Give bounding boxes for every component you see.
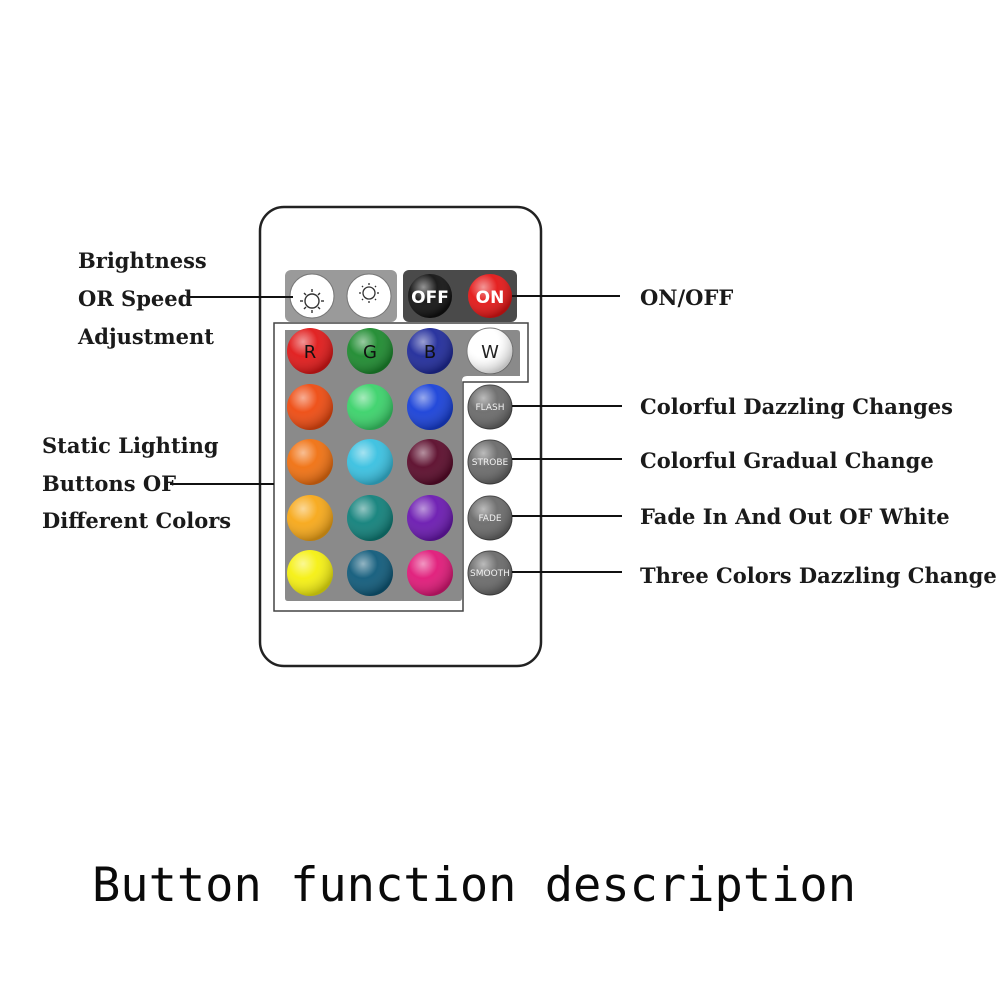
brightness-down-button[interactable]	[346, 273, 392, 319]
mode-button-shine	[468, 385, 512, 429]
dim-sun-icon	[359, 283, 379, 303]
color-button-shine	[407, 439, 453, 485]
color-button-shine	[407, 384, 453, 430]
sun-icon	[300, 289, 324, 313]
smooth-label: Three Colors Dazzling Change	[640, 563, 997, 588]
color-button-shine	[407, 495, 453, 541]
color-button-shine	[287, 328, 333, 374]
rgbw-label-g: G	[363, 342, 377, 363]
mode-buttons: FLASH STROBE FADE SMOOTH	[467, 384, 513, 596]
fade-button-label: FADE	[478, 514, 501, 524]
off-button[interactable]	[408, 274, 452, 318]
color-button-shine	[287, 495, 333, 541]
page-title: Button function description	[92, 858, 857, 913]
color-button-shine	[407, 328, 453, 374]
color-button-shine	[287, 439, 333, 485]
fade-label: Fade In And Out OF White	[640, 504, 950, 529]
flash-button-label: FLASH	[475, 403, 504, 413]
off-button-label: OFF	[411, 288, 449, 308]
color-button-shine	[347, 384, 393, 430]
rgbw-label-r: R	[304, 342, 317, 363]
color-button-shine	[347, 550, 393, 596]
mode-button-shine	[468, 551, 512, 595]
color-button-shine	[407, 550, 453, 596]
static-label-line-2: Buttons OF	[42, 471, 177, 496]
color-button-shine	[467, 328, 513, 374]
rgbw-label-b: B	[424, 342, 436, 363]
brightness-label-line-1: Brightness	[78, 248, 207, 273]
on-button[interactable]	[468, 274, 512, 318]
on-button-label: ON	[476, 288, 505, 308]
strobe-button-label: STROBE	[472, 458, 509, 468]
static-label-line-3: Different Colors	[42, 508, 232, 533]
smooth-button-label: SMOOTH	[470, 569, 510, 579]
static-label-line-1: Static Lighting	[42, 433, 219, 458]
color-button-shine	[347, 495, 393, 541]
brightness-label-line-3: Adjustment	[78, 324, 214, 349]
color-button-shine	[347, 439, 393, 485]
color-panel	[285, 330, 520, 601]
color-button-shine	[287, 550, 333, 596]
mode-button-shine	[468, 440, 512, 484]
rgbw-label-w: W	[481, 342, 499, 363]
color-button-shine	[347, 328, 393, 374]
flash-label: Colorful Dazzling Changes	[640, 394, 953, 419]
mode-button-shine	[468, 496, 512, 540]
strobe-label: Colorful Gradual Change	[640, 448, 934, 473]
color-button-shine	[287, 384, 333, 430]
onoff-label: ON/OFF	[640, 285, 734, 310]
static-colors-outline	[273, 322, 529, 612]
brightness-label-line-2: OR Speed	[78, 286, 193, 311]
